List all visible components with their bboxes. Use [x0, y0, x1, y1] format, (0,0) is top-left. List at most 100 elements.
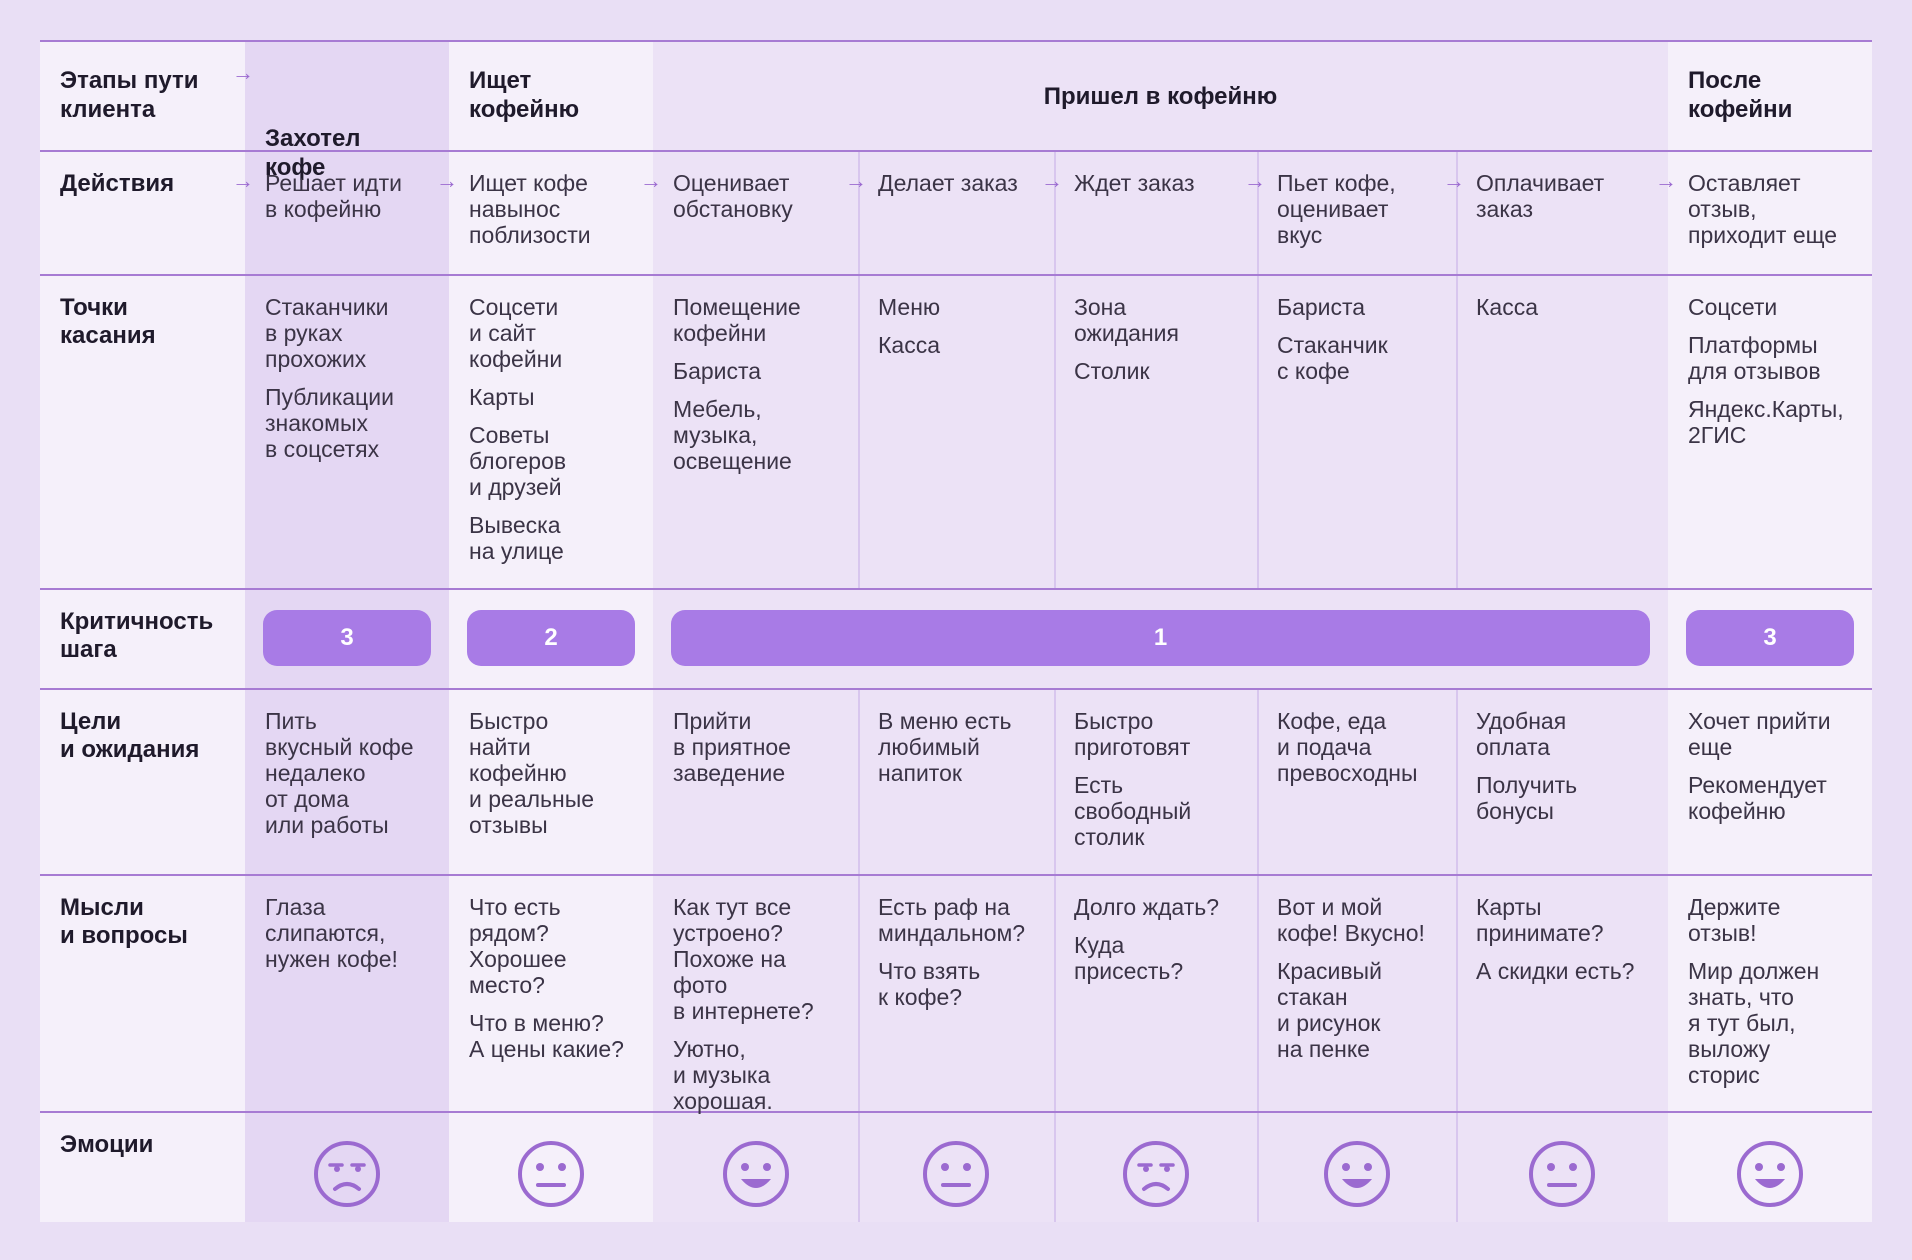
goal-text: Удобная оплата	[1476, 708, 1567, 760]
annoyed-face-icon	[1121, 1139, 1191, 1214]
row-divider	[40, 874, 1872, 876]
touchpoint-cell: Касса	[1456, 274, 1668, 588]
divider	[1054, 150, 1257, 588]
touchpoint-text: Мебель, музыка, освещение	[673, 396, 792, 474]
thought-text: Долго ждать?	[1074, 894, 1220, 920]
touchpoint-text: Столик	[1074, 358, 1150, 384]
arrow-right-icon: →	[640, 168, 662, 193]
touchpoint-text: Стаканчики в руках прохожих	[265, 294, 389, 372]
column-bg	[40, 42, 245, 1222]
goal-cell: Кофе, еда и подача превосходны	[1257, 688, 1456, 874]
touchpoint-text: Соцсети и сайт кофейни	[469, 294, 563, 372]
thought-cell: Как тут все устроено? Похоже на фото в и…	[653, 874, 858, 1114]
divider	[1456, 688, 1668, 1222]
criticality-badge: 1	[671, 610, 1650, 666]
thought-cell: Глаза слипаются, нужен кофе!	[245, 874, 449, 1111]
thought-text: Красивый стакан и рисунок на пенке	[1277, 958, 1382, 1062]
row-label-goals: Цели и ожидания	[60, 708, 200, 763]
thought-text: Держите отзыв!	[1688, 894, 1781, 946]
arrow-right-icon: →	[1443, 168, 1465, 193]
goal-text: Быстро приготовят	[1074, 708, 1191, 760]
action-text: Ищет кофе навынос поблизости	[469, 170, 591, 248]
stage-after-coffee-shop: После кофейни	[1688, 67, 1793, 123]
goal-text: Прийти в приятное заведение	[673, 708, 791, 786]
goal-text: Рекомендует кофейню	[1688, 772, 1827, 824]
thought-text: Есть раф на миндальном?	[878, 894, 1026, 946]
action-cell: → Оценивает обстановку	[640, 150, 858, 274]
row-label-actions: Действия	[60, 170, 175, 197]
stage-wanted-coffee: → Захотел кофе	[232, 42, 449, 182]
emotion-cell	[858, 1111, 1054, 1222]
goal-text: В меню есть любимый напиток	[878, 708, 1012, 786]
thought-text: Карты принимате?	[1476, 894, 1604, 946]
journey-grid: Этапы пути клиента → Захотел кофе Ищет к…	[40, 40, 1872, 1222]
emotion-cell	[1054, 1111, 1257, 1222]
touchpoint-text: Платформы для отзывов	[1688, 332, 1821, 384]
goal-cell: Пить вкусный кофе недалеко от дома или р…	[245, 688, 449, 874]
action-cell: →Ждет заказ	[1041, 150, 1257, 274]
thought-cell: Вот и мой кофе! Вкусно! Красивый стакан и…	[1257, 874, 1456, 1111]
goal-text: Хочет прийти еще	[1688, 708, 1831, 760]
goal-text: Получить бонусы	[1476, 772, 1578, 824]
stage-came-to-coffee-shop: Пришел в кофейню	[1043, 82, 1278, 110]
row-divider	[40, 150, 1872, 152]
row-divider	[40, 1111, 1872, 1113]
action-text: Решает идти в кофейню	[265, 170, 402, 222]
criticality-badge: 3	[1686, 610, 1854, 666]
divider	[1456, 150, 1668, 588]
arrow-right-icon: →	[1244, 168, 1266, 193]
criticality-badge: 3	[263, 610, 431, 666]
action-cell: →Оплачивает заказ	[1443, 150, 1668, 274]
thought-cell: Долго ждать? Куда присесть?	[1054, 874, 1257, 1111]
action-text: Оставляет отзыв, приходит еще	[1688, 170, 1838, 248]
emotion-cell	[1668, 1111, 1872, 1222]
thought-cell: Держите отзыв!Мир должен знать, что я ту…	[1668, 874, 1872, 1111]
neutral-face-icon	[921, 1139, 991, 1214]
neutral-face-icon	[1527, 1139, 1597, 1214]
thought-text: Уютно, и музыка хорошая.	[673, 1036, 773, 1114]
emotion-cell	[1257, 1111, 1456, 1222]
touchpoint-text: Советы блогеров и друзей	[469, 422, 567, 500]
action-text: Оценивает обстановку	[673, 170, 793, 222]
touchpoint-text: Яндекс.Карты, 2ГИС	[1688, 396, 1844, 448]
divider	[1054, 688, 1257, 1222]
arrow-right-icon: →	[436, 168, 458, 193]
goal-text: Пить вкусный кофе недалеко от дома или р…	[265, 708, 414, 838]
action-text: Ждет заказ	[1074, 170, 1195, 196]
row-label-touchpoints: Точки касания	[60, 294, 156, 349]
goal-text: Кофе, еда и подача превосходны	[1277, 708, 1418, 786]
touchpoint-text: Карты	[469, 384, 535, 410]
criticality-badge: 2	[467, 610, 635, 666]
touchpoint-text: Зона ожидания	[1074, 294, 1179, 346]
action-cell: →Пьет кофе, оценивает вкус	[1244, 150, 1456, 274]
action-text: Делает заказ	[878, 170, 1018, 196]
touchpoint-text: Стаканчик с кофе	[1277, 332, 1388, 384]
thought-text: Что есть рядом? Хорошее место?	[469, 894, 567, 998]
thought-text: Куда присесть?	[1074, 932, 1184, 984]
emotion-cell	[653, 1111, 858, 1222]
goal-cell: Прийти в приятное заведение	[653, 688, 858, 874]
row-label-emotions: Эмоции	[60, 1131, 154, 1158]
touchpoint-text: Бариста	[1277, 294, 1366, 320]
arrow-right-icon: →	[845, 168, 867, 193]
row-divider	[40, 588, 1872, 590]
touchpoint-text: Публикации знакомых в соцсетях	[265, 384, 394, 462]
thought-text: Что в меню? А цены какие?	[469, 1010, 624, 1062]
thought-text: А скидки есть?	[1476, 958, 1635, 984]
thought-text: Вот и мой кофе! Вкусно!	[1277, 894, 1425, 946]
action-cell: →Решает идти в кофейню	[232, 150, 449, 274]
thought-cell: Есть раф на миндальном?Что взять к кофе?	[858, 874, 1054, 1111]
emotion-cell	[245, 1111, 449, 1222]
happy-face-icon	[1735, 1139, 1805, 1214]
action-cell: →Оставляет отзыв, приходит еще	[1655, 150, 1872, 274]
action-cell: → Делает заказ	[845, 150, 1054, 274]
row-divider	[40, 688, 1872, 690]
goal-text: Есть свободный столик	[1074, 772, 1192, 850]
